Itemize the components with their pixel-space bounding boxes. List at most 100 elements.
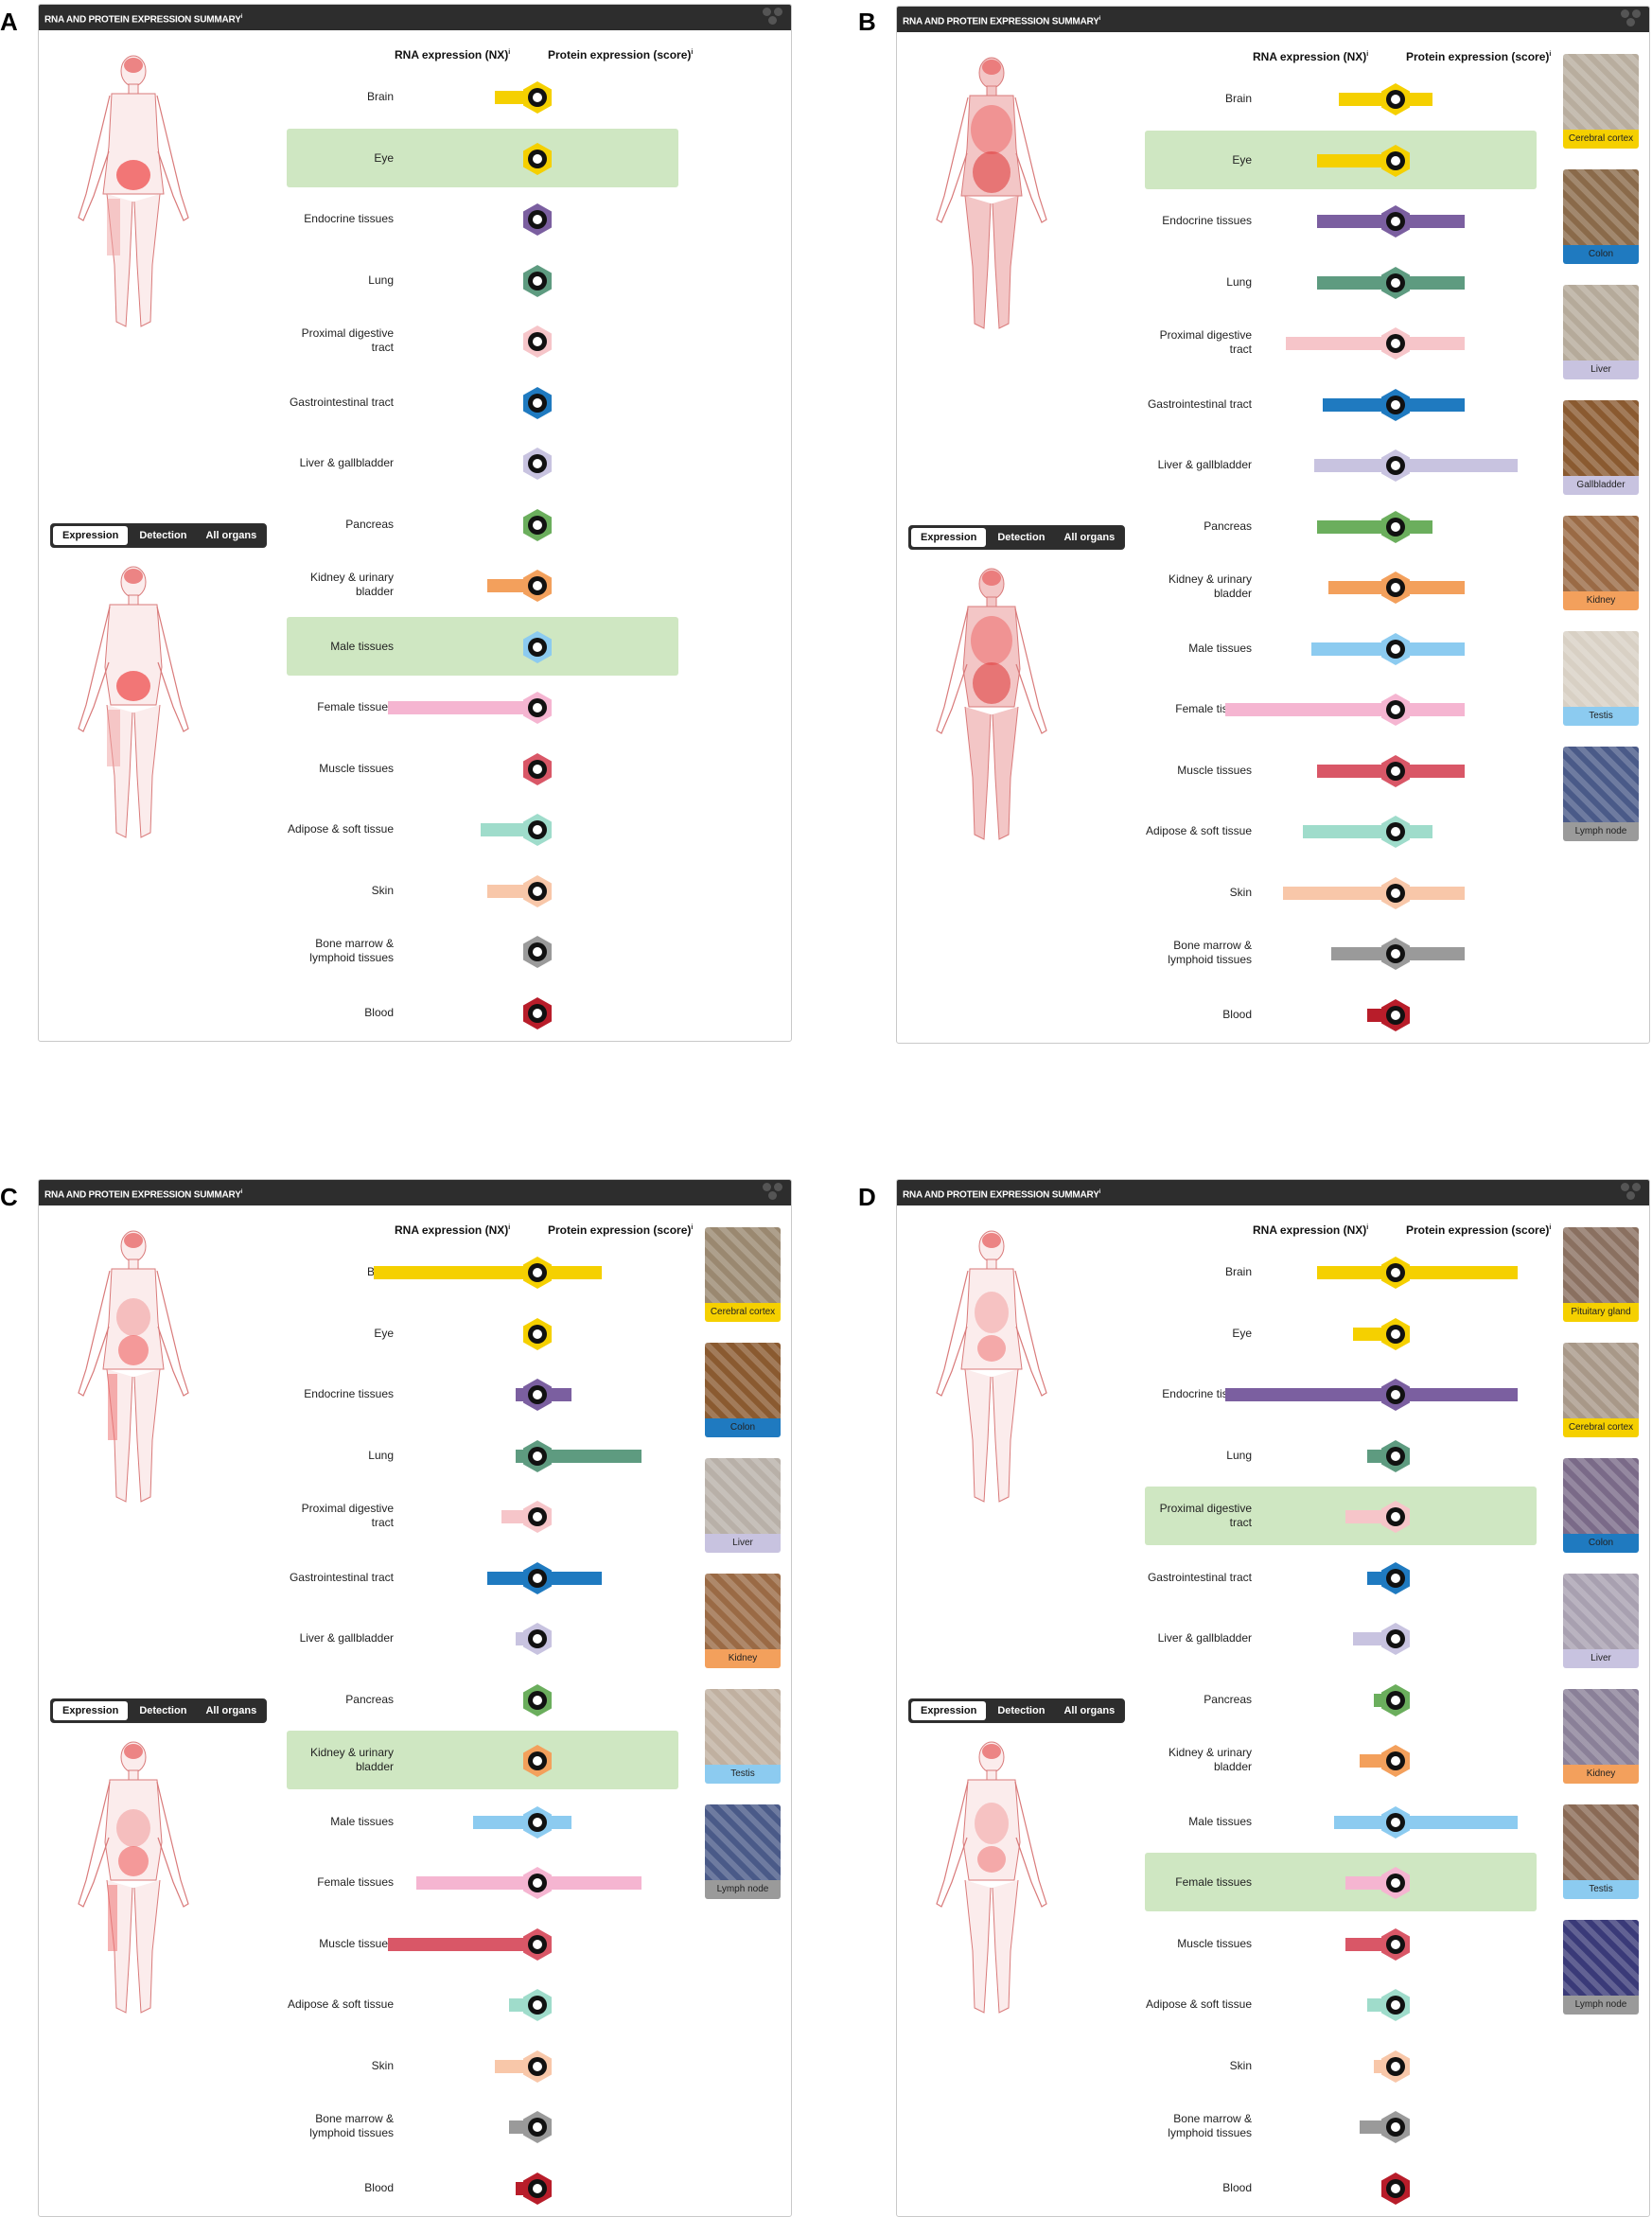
tissue-image[interactable] <box>705 1689 781 1765</box>
tissue-thumbnail[interactable]: Lymph node <box>1563 747 1639 841</box>
bone-icon[interactable] <box>1379 2110 1413 2144</box>
lung-icon[interactable] <box>1379 1439 1413 1473</box>
organ-row-female[interactable]: Female tissues <box>39 677 791 738</box>
organ-row-endocrine[interactable]: Endocrine tissues <box>897 191 1649 252</box>
organ-row-pancreas[interactable]: Pancreas <box>39 495 791 555</box>
tissue-image[interactable] <box>705 1804 781 1880</box>
tissue-image[interactable] <box>1563 400 1639 476</box>
tissue-thumbnail[interactable]: Cerebral cortex <box>1563 54 1639 149</box>
organ-row-muscle[interactable]: Muscle tissues <box>39 739 791 800</box>
kidney-icon[interactable] <box>520 1744 554 1778</box>
organ-row-skin[interactable]: Skin <box>897 863 1649 924</box>
tissue-thumbnail[interactable]: Testis <box>1563 631 1639 726</box>
info-icon[interactable]: i <box>1549 51 1551 58</box>
tissue-image[interactable] <box>705 1574 781 1649</box>
info-icon[interactable]: i <box>1366 51 1368 58</box>
organ-row-prox[interactable]: Proximal digestive tract <box>897 1487 1649 1547</box>
organ-row-eye[interactable]: Eye <box>897 131 1649 191</box>
brain-icon[interactable] <box>1379 82 1413 116</box>
male-icon[interactable] <box>520 630 554 664</box>
kidney-icon[interactable] <box>520 569 554 603</box>
organ-row-eye[interactable]: Eye <box>897 1304 1649 1364</box>
muscle-icon[interactable] <box>520 1927 554 1962</box>
organ-row-eye[interactable]: Eye <box>39 129 791 189</box>
organ-row-gi[interactable]: Gastrointestinal tract <box>39 1548 791 1609</box>
info-icon[interactable]: i <box>241 1189 242 1195</box>
organ-row-lung[interactable]: Lung <box>39 1426 791 1487</box>
organ-row-liver[interactable]: Liver & gallbladder <box>897 435 1649 496</box>
organ-row-blood[interactable]: Blood <box>39 983 791 1043</box>
tissue-image[interactable] <box>1563 1458 1639 1534</box>
organ-row-male[interactable]: Male tissues <box>39 1792 791 1853</box>
tissue-image[interactable] <box>705 1227 781 1303</box>
organ-row-endocrine[interactable]: Endocrine tissues <box>39 1364 791 1425</box>
female-icon[interactable] <box>520 1866 554 1900</box>
info-icon[interactable]: i <box>1366 1224 1368 1231</box>
liver-icon[interactable] <box>1379 1622 1413 1656</box>
organ-row-kidney[interactable]: Kidney & urinary bladder <box>39 1731 791 1791</box>
tissue-image[interactable] <box>1563 169 1639 245</box>
endocrine-icon[interactable] <box>520 202 554 237</box>
organ-row-prox[interactable]: Proximal digestive tract <box>39 1487 791 1547</box>
gi-icon[interactable] <box>1379 388 1413 422</box>
info-icon[interactable]: i <box>1099 16 1100 22</box>
organ-row-bone[interactable]: Bone marrow & lymphoid tissues <box>897 2097 1649 2157</box>
adipose-icon[interactable] <box>520 1988 554 2022</box>
liver-icon[interactable] <box>520 1622 554 1656</box>
organ-row-male[interactable]: Male tissues <box>897 619 1649 679</box>
organ-row-muscle[interactable]: Muscle tissues <box>897 1914 1649 1975</box>
info-icon[interactable]: i <box>1099 1189 1100 1195</box>
organ-row-liver[interactable]: Liver & gallbladder <box>897 1609 1649 1669</box>
tissue-thumbnail[interactable]: Lymph node <box>1563 1920 1639 2015</box>
organ-row-bone[interactable]: Bone marrow & lymphoid tissues <box>897 924 1649 984</box>
female-icon[interactable] <box>1379 1866 1413 1900</box>
gi-icon[interactable] <box>1379 1561 1413 1595</box>
organ-row-gi[interactable]: Gastrointestinal tract <box>897 375 1649 435</box>
lung-icon[interactable] <box>520 1439 554 1473</box>
organ-row-female[interactable]: Female tissues <box>897 1853 1649 1913</box>
organ-row-female[interactable]: Female tissues <box>897 679 1649 740</box>
endocrine-icon[interactable] <box>520 1378 554 1412</box>
tissue-thumbnail[interactable]: Lymph node <box>705 1804 781 1899</box>
tissue-thumbnail[interactable]: Kidney <box>1563 516 1639 610</box>
organ-row-endocrine[interactable]: Endocrine tissues <box>39 189 791 250</box>
organ-row-blood[interactable]: Blood <box>897 2158 1649 2217</box>
tissue-thumbnail[interactable]: Liver <box>1563 1574 1639 1668</box>
tissue-image[interactable] <box>1563 1804 1639 1880</box>
organ-row-bone[interactable]: Bone marrow & lymphoid tissues <box>39 2097 791 2157</box>
prox-icon[interactable] <box>520 1500 554 1534</box>
pancreas-icon[interactable] <box>1379 1683 1413 1717</box>
organ-row-bone[interactable]: Bone marrow & lymphoid tissues <box>39 922 791 982</box>
organ-row-lung[interactable]: Lung <box>897 253 1649 313</box>
organ-row-skin[interactable]: Skin <box>897 2036 1649 2097</box>
pancreas-icon[interactable] <box>520 1683 554 1717</box>
info-icon[interactable]: i <box>508 49 510 56</box>
liver-icon[interactable] <box>520 447 554 481</box>
tissue-image[interactable] <box>705 1458 781 1534</box>
skin-icon[interactable] <box>1379 876 1413 910</box>
organ-row-liver[interactable]: Liver & gallbladder <box>39 433 791 494</box>
pancreas-icon[interactable] <box>1379 510 1413 544</box>
organ-row-gi[interactable]: Gastrointestinal tract <box>897 1548 1649 1609</box>
gi-icon[interactable] <box>520 1561 554 1595</box>
endocrine-icon[interactable] <box>1379 1378 1413 1412</box>
organ-row-skin[interactable]: Skin <box>39 861 791 922</box>
bone-icon[interactable] <box>520 2110 554 2144</box>
tissue-thumbnail[interactable]: Colon <box>1563 1458 1639 1553</box>
organ-row-brain[interactable]: Brain <box>39 67 791 128</box>
tissue-image[interactable] <box>1563 747 1639 822</box>
organ-row-kidney[interactable]: Kidney & urinary bladder <box>897 1731 1649 1791</box>
organ-row-muscle[interactable]: Muscle tissues <box>39 1914 791 1975</box>
tissue-thumbnail[interactable]: Cerebral cortex <box>1563 1343 1639 1437</box>
tissue-image[interactable] <box>1563 1343 1639 1418</box>
organ-row-adipose[interactable]: Adipose & soft tissue <box>39 800 791 860</box>
organ-row-endocrine[interactable]: Endocrine tissues <box>897 1364 1649 1425</box>
male-icon[interactable] <box>1379 1805 1413 1839</box>
bone-icon[interactable] <box>520 935 554 969</box>
prox-icon[interactable] <box>520 325 554 359</box>
endocrine-icon[interactable] <box>1379 204 1413 238</box>
organ-row-adipose[interactable]: Adipose & soft tissue <box>897 801 1649 862</box>
tissue-thumbnail[interactable]: Kidney <box>1563 1689 1639 1784</box>
kidney-icon[interactable] <box>1379 1744 1413 1778</box>
tissue-image[interactable] <box>1563 1920 1639 1996</box>
